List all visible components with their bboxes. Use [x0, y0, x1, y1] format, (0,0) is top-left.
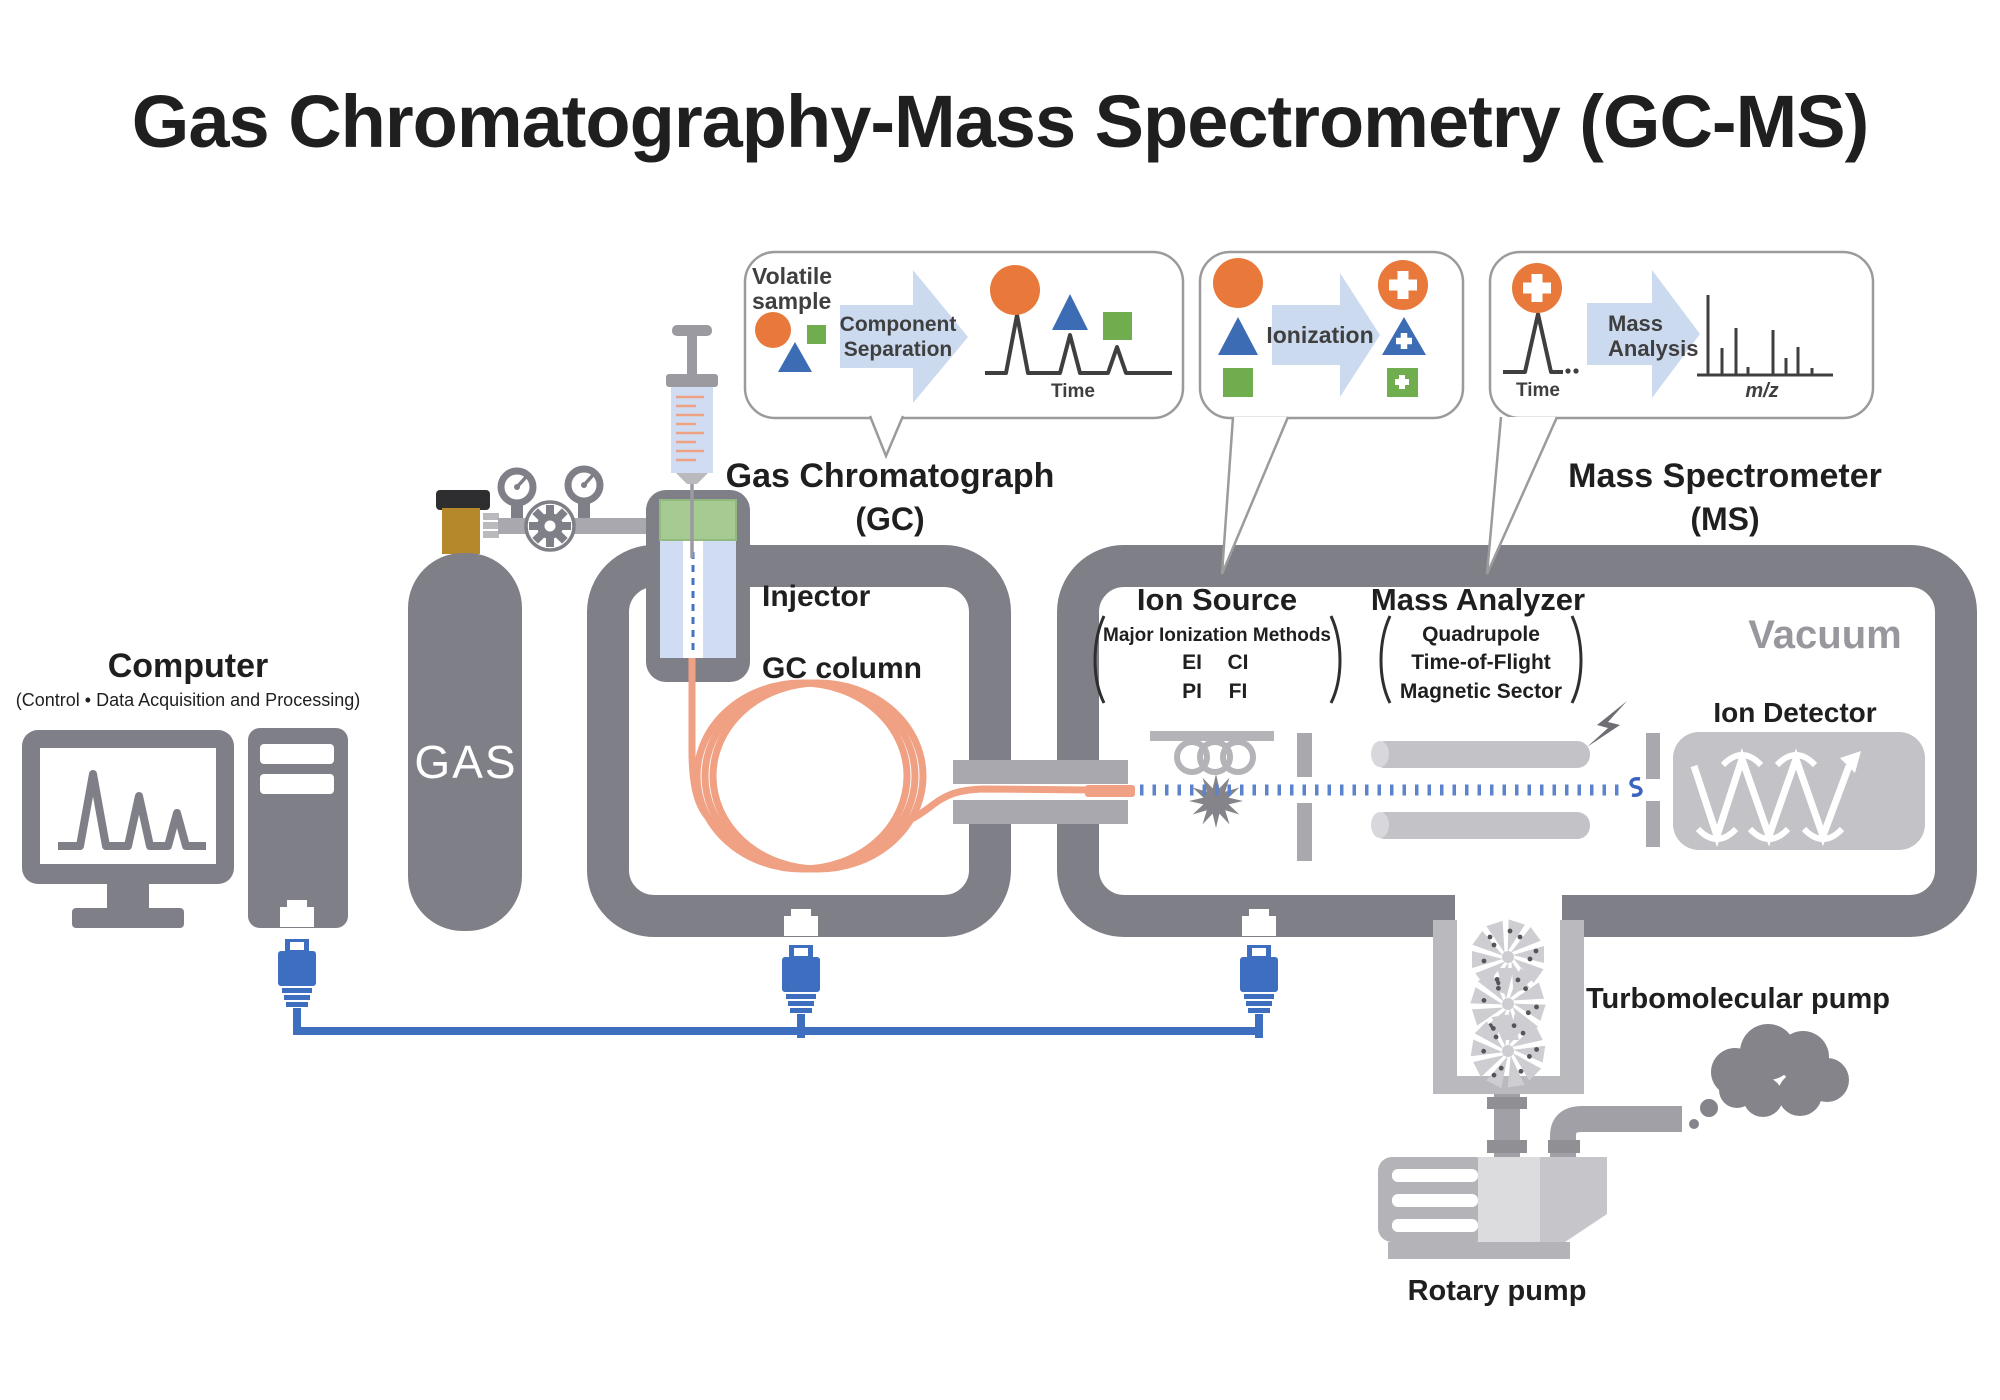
ionization-burst-icon — [1189, 774, 1243, 828]
compound-triangle-icon — [778, 342, 812, 372]
callout-pointer — [868, 415, 905, 460]
gas-label: GAS — [414, 736, 517, 788]
gear-icon — [524, 500, 576, 552]
analyzer-tof: Time-of-Flight — [1411, 651, 1551, 674]
monitor-chromatogram-figure — [58, 770, 206, 850]
single-peak-figure — [1503, 312, 1563, 374]
callout-mass-analysis: Time Mass Analysis m/z — [1485, 250, 1875, 575]
peak-circle-icon — [990, 265, 1040, 315]
column-outlet — [1085, 785, 1135, 797]
ion-source-label: Ion Source — [1137, 582, 1297, 617]
computer: Computer (Control • Data Acquisition and… — [16, 647, 360, 928]
neutral-square-icon — [1223, 368, 1253, 397]
ionization-arrow-label: Ionization — [1266, 322, 1373, 348]
quadrupole-rods — [1371, 741, 1590, 839]
valve-cap-icon — [436, 490, 490, 510]
ethernet-plug-icon — [278, 939, 316, 1032]
volatile-sample-label-1: Volatile — [752, 263, 832, 289]
mass-analyzer-label: Mass Analyzer — [1371, 582, 1585, 617]
cylinder-body — [408, 553, 522, 931]
exhaust-pipe — [1550, 1106, 1682, 1160]
ion-detector-label: Ion Detector — [1713, 697, 1876, 728]
ethernet-plug-icon — [1240, 945, 1278, 1038]
ion-detector — [1673, 732, 1925, 850]
neutral-triangle-icon — [1218, 317, 1258, 355]
signal-squiggle-icon — [1629, 776, 1643, 798]
detector-arrowhead — [1840, 751, 1861, 773]
ethernet-cable — [293, 1027, 1263, 1035]
filament-icon — [1174, 739, 1256, 775]
method-fi: FI — [1229, 680, 1248, 703]
ethernet-plug-icon — [782, 945, 820, 1038]
compound-square-icon — [807, 325, 826, 344]
gas-pipe — [498, 518, 654, 534]
transfer-line — [953, 760, 1128, 824]
mz-axis-label: m/z — [1745, 380, 1778, 402]
valve-body-icon — [442, 508, 480, 554]
injector-label: Injector — [762, 580, 871, 613]
gc-column-coil — [688, 658, 1091, 873]
computer-sublabel: (Control • Data Acquisition and Processi… — [16, 690, 360, 710]
computer-tower-icon — [248, 728, 348, 928]
ionization-arrow-icon — [1272, 273, 1380, 397]
time-axis-label: Time — [1051, 381, 1095, 402]
detector-slits — [1646, 733, 1660, 847]
injector-septum — [659, 499, 737, 541]
vacuum-pipes — [1487, 1094, 1682, 1160]
vacuum-label: Vacuum — [1748, 613, 1901, 657]
mass-analyzer-bracket — [1379, 615, 1583, 704]
rotary-pump — [1378, 1157, 1607, 1259]
turbo-pump-label: Turbomolecular pump — [1586, 983, 1890, 1015]
compound-circle-icon — [755, 312, 791, 348]
filament-mount — [1150, 731, 1274, 741]
gc-abbr: (GC) — [855, 501, 924, 537]
volatile-sample-label-2: sample — [752, 288, 831, 314]
syringe-icon — [666, 325, 718, 558]
ethernet-network — [278, 900, 1278, 1038]
gc-column-label: GC column — [762, 652, 922, 685]
method-ci: CI — [1228, 651, 1249, 674]
source-slit-top — [1297, 733, 1312, 777]
gc-title: Gas Chromatograph — [726, 457, 1055, 495]
gc-chromatogram-figure — [985, 313, 1172, 375]
neutral-circle-icon — [1213, 258, 1263, 308]
page-title: Gas Chromatography-Mass Spectrometry (GC… — [132, 80, 1868, 163]
method-pi: PI — [1182, 680, 1202, 703]
time-axis-label: Time — [1516, 380, 1560, 401]
turbo-duct — [1433, 919, 1584, 1094]
mass-analysis-arrow-icon — [1587, 270, 1700, 398]
ms-title: Mass Spectrometer — [1568, 457, 1882, 495]
analyzer-quadrupole: Quadrupole — [1422, 623, 1540, 646]
ionization-methods-label: Major Ionization Methods — [1103, 625, 1331, 646]
callout-separation: Volatile sample Component Separation Tim… — [743, 250, 1185, 460]
source-slit-bottom — [1297, 803, 1312, 861]
callout-ionization: Ionization — [1198, 250, 1465, 575]
method-ei: EI — [1182, 651, 1202, 674]
mass-analysis-label-2: Analysis — [1608, 336, 1699, 361]
separation-arrow-label-1: Component — [840, 313, 957, 336]
mass-spectrum-figure — [1697, 295, 1833, 377]
mass-analysis-label-1: Mass — [1608, 311, 1663, 336]
electron-multiplier-icon — [1690, 748, 1853, 848]
injector — [646, 490, 750, 682]
computer-label: Computer — [108, 647, 269, 685]
peak-square-icon — [1103, 312, 1132, 340]
callout-pointer — [1220, 416, 1290, 575]
gas-cylinder: GAS — [408, 465, 654, 931]
monitor-icon — [22, 730, 234, 928]
pressure-regulator-icon — [497, 465, 604, 552]
ms-abbr: (MS) — [1690, 501, 1759, 537]
peak-triangle-icon — [1052, 294, 1088, 330]
exhaust-cloud-icon — [1689, 1024, 1849, 1129]
ionized-shapes — [1378, 260, 1428, 397]
rotary-pump-label: Rotary pump — [1408, 1275, 1587, 1307]
analyzer-magnetic: Magnetic Sector — [1400, 680, 1562, 703]
callout-pointer — [1485, 416, 1559, 575]
ion-source-region — [1150, 731, 1312, 861]
separation-arrow-icon — [840, 270, 968, 403]
lightning-icon — [1587, 701, 1627, 747]
ion-source-bracket — [1093, 615, 1342, 704]
separation-arrow-label-2: Separation — [844, 338, 953, 361]
